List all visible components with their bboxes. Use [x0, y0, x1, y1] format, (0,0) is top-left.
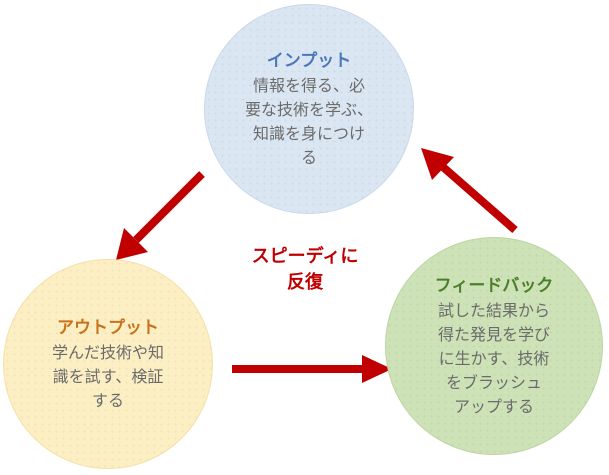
- arrow-output-to-feedback: [232, 355, 392, 383]
- node-input-title: インプット: [266, 50, 352, 71]
- node-output-title: アウトプット: [57, 317, 159, 338]
- arrow-input-to-output: [116, 171, 205, 260]
- node-feedback: フィードバック 試した結果から 得た発見を学び に生かす、技術 をブラッシュ ア…: [385, 237, 603, 455]
- node-input-body: 情報を得る、必 要な技術を学ぶ、 知識を身につけ る: [244, 75, 373, 167]
- node-feedback-body: 試した結果から 得た発見を学び に生かす、技術 をブラッシュ アップする: [437, 300, 550, 416]
- arrow-feedback-to-input: [421, 148, 518, 234]
- node-output-body: 学んだ技術や知 識を試す、検証 する: [51, 342, 164, 410]
- center-label: スピーディに 反復: [251, 246, 359, 293]
- node-input: インプット 情報を得る、必 要な技術を学ぶ、 知識を身につけ る: [204, 4, 414, 214]
- node-feedback-title: フィードバック: [434, 275, 554, 296]
- node-output: アウトプット 学んだ技術や知 識を試す、検証 する: [3, 259, 213, 469]
